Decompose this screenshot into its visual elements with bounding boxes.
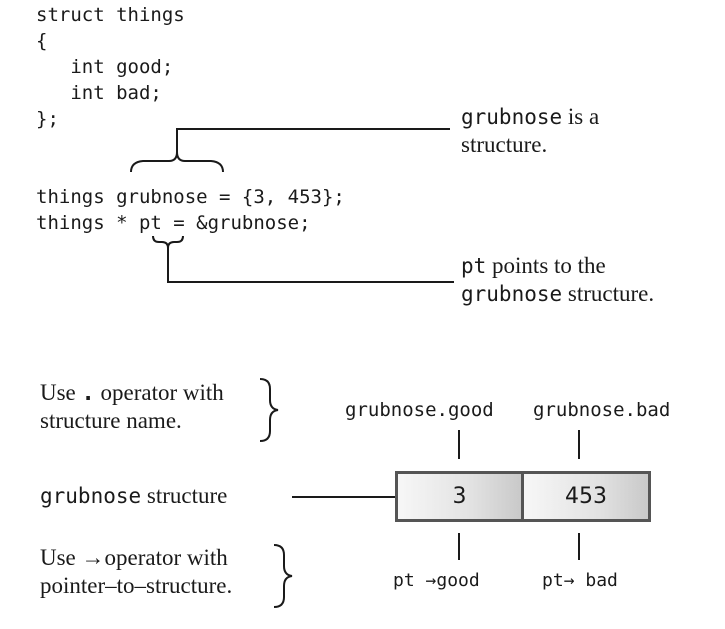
pointer-bad-member: bad [574,570,618,591]
code-decl-line-1: things grubnose = {3, 453}; [36,186,345,208]
code-struct-line-4: int bad; [36,82,162,104]
arrow-note-prefix: Use [40,545,82,570]
pointer-good-arrow: → [425,570,437,591]
arrow-note-operator: → [81,545,105,570]
arrow-note-line-2: pointer–to–structure. [40,573,233,598]
pointer-bad-pt: pt [542,570,564,591]
cell-bad: 453 [521,471,651,522]
member-label-bad: grubnose.bad [533,399,671,421]
grubnose-brace [130,128,450,173]
arrow-note-brace [273,544,293,608]
structure-row-connector [292,496,395,498]
code-decl-line-2: things * pt = &grubnose; [36,212,311,234]
structure-row-name: grubnose [40,484,142,508]
pointer-good-member: good [436,570,480,591]
pointer-label-good: pt →good [393,570,480,591]
pointer-annotation-text-1: points to the [486,253,606,278]
code-struct-line-3: int good; [36,56,174,78]
pt-brace [152,235,454,283]
structure-row-label: grubnose structure [40,483,227,509]
pointer-good-tick [458,533,460,560]
structure-row-suffix: structure [141,483,228,508]
code-struct-line-5: }; [36,108,59,130]
dot-note-operator: . [81,381,95,406]
cell-good: 3 [395,471,524,522]
arrow-note-suffix: operator with [104,545,228,570]
code-struct-line-2: { [36,30,48,52]
dot-note-brace [259,378,279,442]
dot-note-line-2: structure name. [40,408,182,433]
structure-annotation-name: grubnose [461,105,563,129]
pointer-annotation-struct-name: grubnose [461,282,563,306]
pointer-bad-tick [578,533,580,560]
pointer-annotation: pt points to the grubnose structure. [461,253,654,307]
pointer-annotation-name: pt [461,254,487,278]
dot-operator-note: Use . operator with structure name. [40,380,224,434]
dot-note-prefix: Use [40,380,82,405]
pointer-annotation-text-2: structure. [562,281,655,306]
structure-annotation: grubnose is a structure. [461,104,599,158]
pointer-bad-arrow: → [563,570,575,591]
pointer-label-bad: pt→ bad [542,570,618,591]
member-good-tick [458,430,460,459]
dot-note-suffix: operator with [94,380,224,405]
structure-annotation-text-1: is a [562,104,600,129]
code-struct-line-1: struct things [36,4,185,26]
member-bad-tick [578,430,580,459]
pointer-good-pt: pt [393,570,426,591]
member-label-good: grubnose.good [345,399,494,421]
arrow-operator-note: Use →operator with pointer–to–structure. [40,545,232,599]
structure-annotation-text-2: structure. [461,132,548,157]
